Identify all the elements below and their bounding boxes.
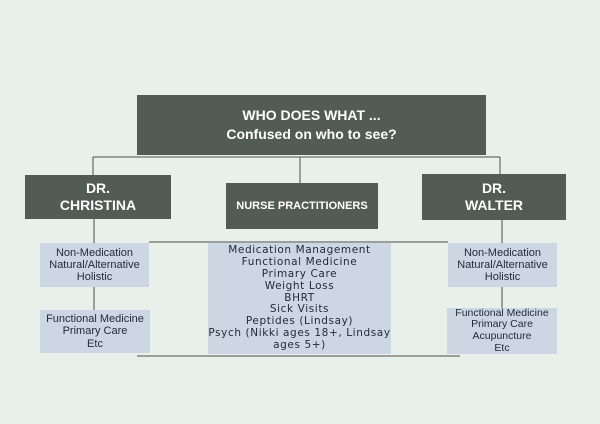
walter-service-item: Primary Care bbox=[471, 318, 533, 331]
nurse-practitioners-name: NURSE PRACTITIONERS bbox=[236, 200, 368, 212]
title-box: WHO DOES WHAT ... Confused on who to see… bbox=[137, 95, 486, 155]
walter-services-box: Functional Medicine Primary Care Acupunc… bbox=[447, 306, 557, 354]
christina-service-item: Functional Medicine bbox=[46, 313, 144, 326]
christina-approach-box: Non-Medication Natural/Alternative Holis… bbox=[40, 243, 149, 287]
dr-christina-name-line-1: DR. bbox=[85, 179, 111, 196]
dr-walter-name-line-1: DR. bbox=[481, 179, 507, 196]
np-service-item: Medication Management bbox=[228, 243, 371, 256]
christina-services-box: Functional Medicine Primary Care Etc bbox=[40, 310, 150, 353]
walter-approach-item: Non-Medication bbox=[463, 246, 542, 259]
nurse-practitioners-box: NURSE PRACTITIONERS bbox=[226, 183, 378, 229]
walter-service-item: Etc bbox=[494, 341, 510, 354]
np-service-item: Primary Care bbox=[261, 267, 338, 280]
np-service-item: Psych (Nikki ages 18+, Lindsay bbox=[208, 327, 391, 340]
walter-service-item: Acupuncture bbox=[472, 330, 532, 342]
walter-approach-item: Holistic bbox=[484, 271, 521, 284]
np-service-item: Peptides (Lindsay) bbox=[245, 315, 354, 328]
walter-approach-item: Natural/Alternative bbox=[457, 258, 548, 271]
walter-service-item: Functional Medicine bbox=[455, 306, 549, 319]
title-line-1: WHO DOES WHAT ... bbox=[242, 107, 381, 124]
christina-approach-item: Natural/Alternative bbox=[49, 258, 140, 271]
dr-christina-box: DR. CHRISTINA bbox=[25, 175, 171, 219]
christina-service-item: Primary Care bbox=[62, 325, 128, 338]
christina-service-item: Etc bbox=[87, 337, 103, 350]
walter-approach-box: Non-Medication Natural/Alternative Holis… bbox=[448, 243, 557, 287]
title-line-2: Confused on who to see? bbox=[226, 126, 397, 142]
christina-approach-item: Holistic bbox=[76, 271, 113, 284]
np-service-item: BHRT bbox=[284, 291, 315, 304]
np-service-item: Functional Medicine bbox=[241, 255, 358, 268]
np-services-box: Medication Management Functional Medicin… bbox=[208, 243, 391, 354]
np-service-item: Sick Visits bbox=[269, 303, 330, 316]
np-service-item: ages 5+) bbox=[273, 339, 326, 352]
dr-walter-box: DR. WALTER bbox=[422, 174, 566, 220]
dr-walter-name-line-2: WALTER bbox=[464, 197, 524, 213]
np-service-item: Weight Loss bbox=[264, 279, 335, 292]
christina-approach-item: Non-Medication bbox=[55, 246, 134, 259]
dr-christina-name-line-2: CHRISTINA bbox=[59, 197, 137, 213]
